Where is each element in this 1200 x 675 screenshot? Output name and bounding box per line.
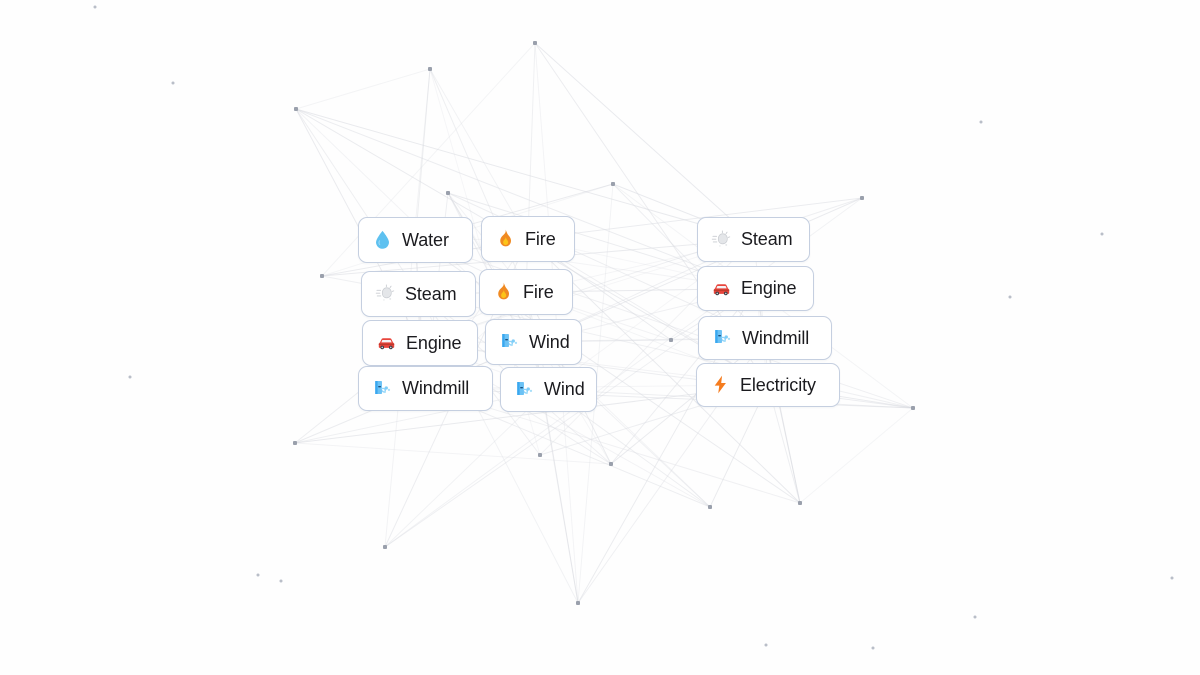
graph-hub-node	[798, 501, 802, 505]
element-card-label: Windmill	[402, 378, 470, 398]
element-card-engine[interactable]: Engine	[362, 320, 478, 366]
element-card-label: Engine	[406, 332, 462, 353]
graph-floating-dot	[93, 5, 97, 9]
graph-hub-node	[383, 545, 387, 549]
graph-hub-node	[669, 338, 673, 342]
element-card-windmill[interactable]: Windmill	[698, 316, 832, 360]
element-card-wind[interactable]: Wind	[485, 319, 582, 365]
element-card-label: Fire	[523, 281, 554, 302]
element-card-label: Steam	[741, 229, 793, 249]
element-card-electricity[interactable]: Electricity	[696, 363, 840, 407]
element-card-label: Electricity	[740, 374, 816, 395]
element-card-label: Wind	[544, 379, 585, 399]
graph-floating-dot	[871, 646, 875, 650]
graph-floating-dot	[1100, 232, 1104, 236]
steam-puff-icon	[375, 284, 395, 301]
element-card-engine[interactable]: Engine	[697, 266, 814, 311]
element-card-label: Fire	[525, 228, 556, 249]
steam-puff-icon	[711, 229, 731, 247]
fire-icon	[498, 282, 510, 300]
graph-floating-dot	[979, 120, 983, 124]
graph-hub-node	[611, 182, 615, 186]
graph-hub-node	[708, 505, 712, 509]
graph-hub-node	[294, 107, 298, 111]
graph-hub-node	[609, 462, 613, 466]
wind-blow-icon	[375, 380, 391, 394]
graph-floating-dot	[973, 615, 977, 619]
element-card-label: Steam	[405, 283, 457, 304]
element-card-label: Windmill	[742, 327, 810, 348]
element-card-steam[interactable]: Steam	[697, 217, 810, 262]
graph-floating-dot	[1170, 576, 1174, 580]
element-card-windmill[interactable]: Windmill	[358, 366, 493, 411]
graph-floating-dot	[128, 375, 132, 379]
graph-hub-node	[911, 406, 915, 410]
element-card-steam[interactable]: Steam	[361, 271, 476, 317]
lightning-icon	[714, 375, 726, 394]
water-drop-icon	[376, 230, 389, 249]
element-card-label: Engine	[741, 278, 797, 298]
graph-floating-dot	[1008, 295, 1012, 299]
wind-blow-icon	[517, 381, 533, 395]
graph-hub-node	[576, 601, 580, 605]
graph-floating-dot	[764, 643, 768, 647]
graph-floating-dot	[171, 81, 175, 85]
graph-floating-dot	[256, 573, 260, 577]
car-icon	[378, 338, 395, 350]
element-card-label: Water	[402, 229, 449, 250]
car-icon	[713, 283, 730, 295]
element-card-fire[interactable]: Fire	[481, 216, 575, 262]
graph-hub-node	[446, 191, 450, 195]
wind-blow-icon	[502, 333, 518, 348]
graph-hub-node	[533, 41, 537, 45]
graph-hub-node	[293, 441, 297, 445]
graph-hub-node	[538, 453, 542, 457]
element-card-wind[interactable]: Wind	[500, 367, 597, 412]
graph-hub-node	[320, 274, 324, 278]
element-card-label: Wind	[529, 331, 570, 352]
fire-icon	[500, 229, 512, 247]
wind-blow-icon	[715, 329, 731, 344]
element-card-fire[interactable]: Fire	[479, 269, 573, 315]
graph-hub-node	[860, 196, 864, 200]
graph-floating-dot	[279, 579, 283, 583]
graph-hub-node	[428, 67, 432, 71]
element-card-water[interactable]: Water	[358, 217, 473, 263]
